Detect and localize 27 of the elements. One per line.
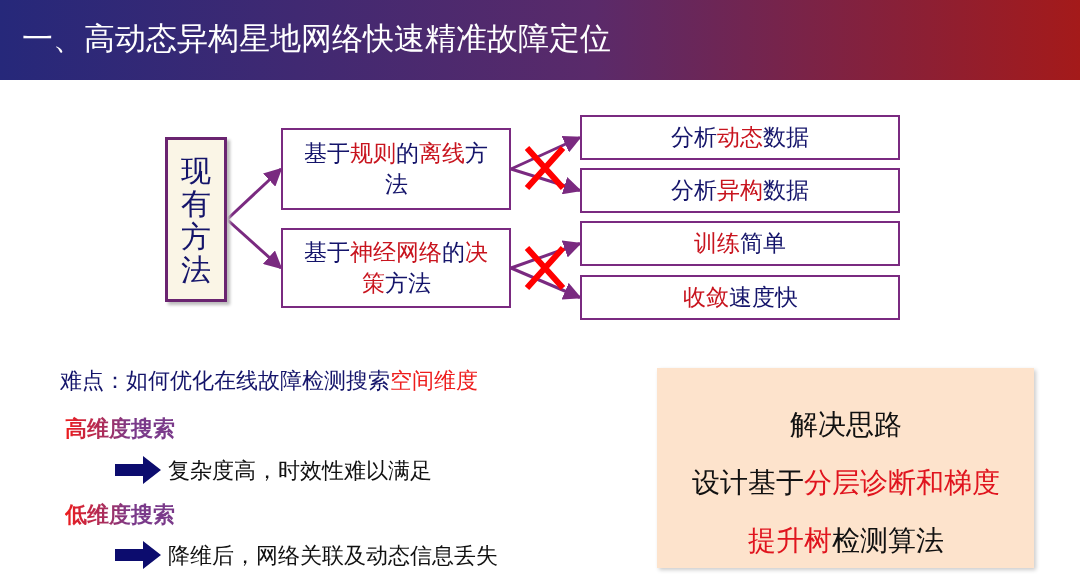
arrow: [510, 266, 582, 300]
method-box: [281, 228, 511, 308]
arrow: [225, 167, 283, 221]
arrow: [510, 167, 582, 195]
solution-heading: 解决思路: [789, 407, 902, 443]
arrow: [226, 218, 283, 270]
box-label: 基于规则的离线方法: [303, 139, 489, 199]
method-box: [165, 137, 227, 302]
box-label: 收敛速度快: [682, 283, 798, 312]
arrow: [510, 136, 582, 171]
box-label: 基于神经网络的决策方法: [303, 238, 489, 298]
difficulty-text: 难点：如何优化在线故障检测搜索空间维度: [60, 367, 478, 395]
consequence-text: 降维后，网络关联及动态信息丢失: [168, 542, 498, 570]
box-label: 训练简单: [694, 229, 786, 258]
consequence-text: 复杂度高，时效性难以满足: [168, 457, 432, 485]
feature-box: [580, 221, 900, 266]
box-label: 现有方法: [181, 153, 211, 286]
box-label: 分析异构数据: [671, 176, 809, 205]
feature-box: [580, 168, 900, 213]
method-box: [281, 128, 511, 210]
arrow: [510, 240, 582, 270]
solution-text: 设计基于分层诊断和梯度提升树检测算法: [690, 465, 1001, 559]
box-label: 分析动态数据: [671, 123, 809, 152]
feature-box: [580, 275, 900, 320]
solution-card: [657, 368, 1034, 568]
feature-box: [580, 115, 900, 160]
slide-title: 一、高动态异构星地网络快速精准故障定位: [22, 19, 611, 58]
